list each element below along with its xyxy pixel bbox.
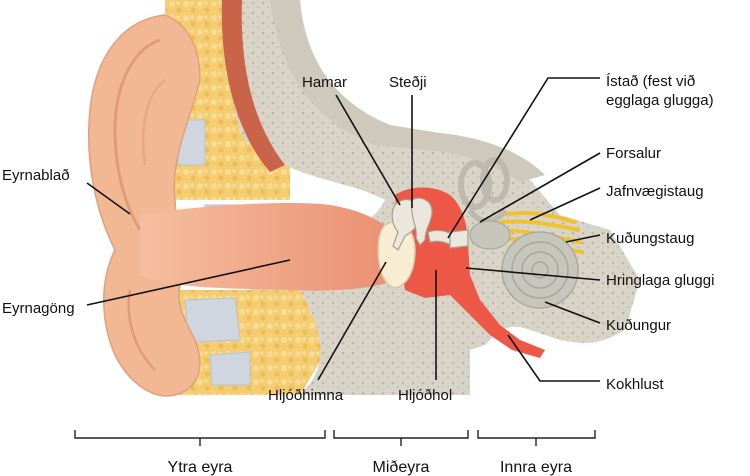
region-label-innra: Innra eyra <box>500 459 572 476</box>
region-brackets: Ytra eyra Miðeyra Innra eyra <box>74 430 596 476</box>
label-kokhlust: Kokhlust <box>606 376 664 393</box>
label-hamar: Hamar <box>302 74 347 91</box>
leader-kokhlust <box>507 334 600 382</box>
muscle-strip <box>221 0 285 172</box>
tympanic-membrane <box>377 220 416 289</box>
leader-hamar <box>335 94 401 206</box>
leader-eyrnagong <box>86 259 291 306</box>
cochlea <box>501 231 579 309</box>
label-istad-line1: Ístað (fest við <box>606 73 695 90</box>
leader-kudungstaug <box>565 234 601 243</box>
leader-kudungur <box>544 301 601 324</box>
auricle <box>87 14 201 397</box>
label-kudungstaug: Kuðungstaug <box>606 230 694 247</box>
label-eyrnablad: Eyrnablað <box>2 167 70 184</box>
labels: Hamar Steðji Ístað (fest við egglaga glu… <box>2 73 714 404</box>
leader-hljodhimna <box>317 261 387 381</box>
bracket-ytra <box>74 430 326 446</box>
label-kudungur: Kuðungur <box>606 317 671 334</box>
label-jafnvaegistaug: Jafnvægistaug <box>606 183 704 200</box>
label-hljodhimna: Hljóðhimna <box>268 387 344 404</box>
label-hljodhol: Hljóðhol <box>398 387 452 404</box>
label-hringlaga-gluggi: Hringlaga gluggi <box>606 272 714 289</box>
ear-canal <box>140 203 395 291</box>
label-stedji: Steðji <box>389 74 427 91</box>
leader-eyrnablad <box>86 182 131 215</box>
vestibule <box>469 220 511 250</box>
middle-ear-cavity <box>395 187 545 358</box>
label-eyrnagong: Eyrnagöng <box>2 300 75 317</box>
region-label-midh: Miðeyra <box>373 459 430 476</box>
label-forsalur: Forsalur <box>606 145 661 162</box>
region-label-ytra: Ytra eyra <box>168 459 233 476</box>
label-istad-line2: egglaga glugga) <box>606 92 714 109</box>
leader-lines <box>86 77 601 382</box>
ossicles <box>391 197 469 251</box>
leader-hringlaga-gluggi <box>465 267 601 281</box>
leader-istad <box>447 77 600 239</box>
bracket-innra <box>477 430 596 446</box>
leader-jafnvaegistaug <box>529 187 601 221</box>
bracket-midh <box>333 430 469 446</box>
leader-forsalur <box>479 152 601 223</box>
